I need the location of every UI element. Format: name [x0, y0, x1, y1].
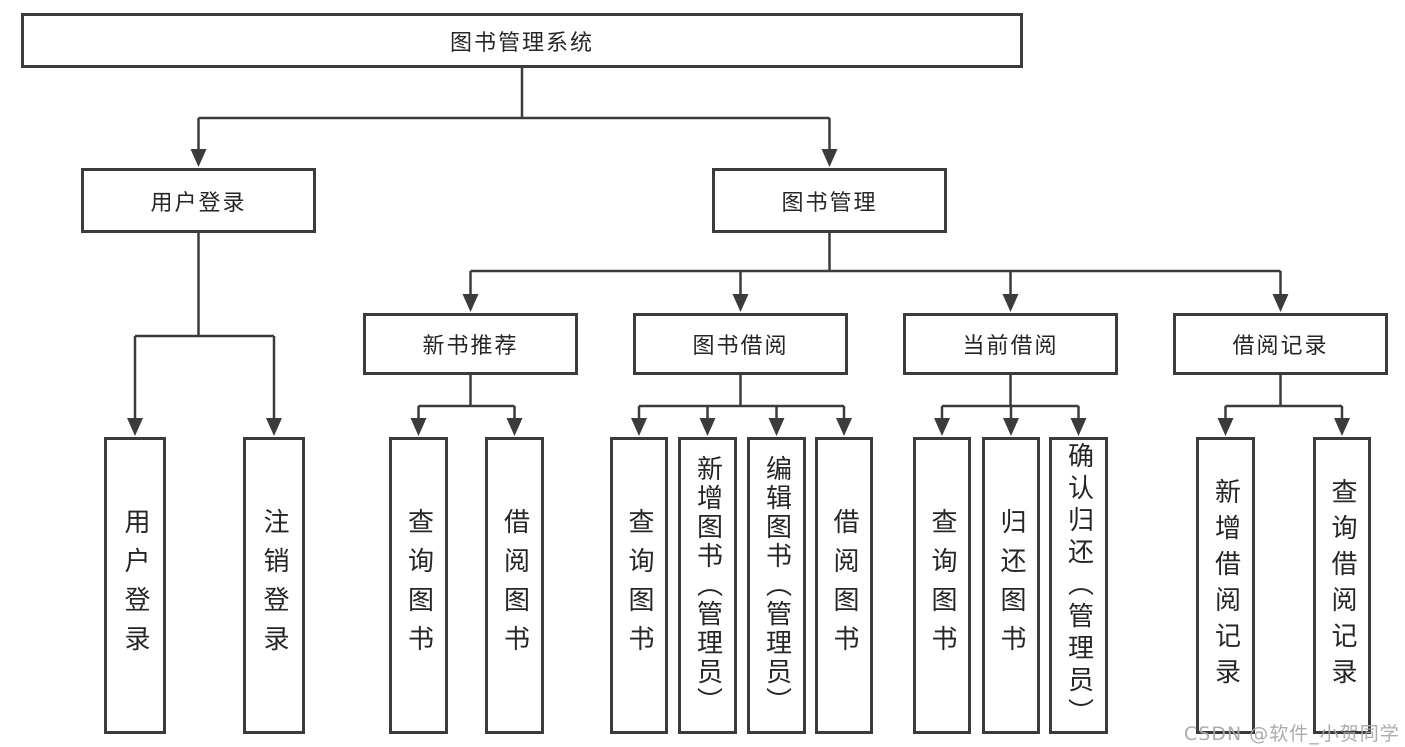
leaf-label: 借阅图书 — [499, 507, 530, 664]
leaf-label: 归还图书 — [996, 507, 1026, 664]
leaf-edit-books-admin: 编辑图书（管理员） — [747, 437, 806, 734]
leaf-query-books-3: 查询图书 — [913, 437, 971, 734]
leaf-add-borrow-record: 新增借阅记录 — [1196, 437, 1255, 734]
leaf-label: 查询图书 — [403, 507, 434, 664]
leaf-confirm-return-admin: 确认归还（管理员） — [1049, 437, 1108, 734]
leaf-label: 确认归还（管理员） — [1063, 441, 1094, 730]
node-new-book-recommendation: 新书推荐 — [363, 313, 578, 375]
node-label: 图书借阅 — [692, 334, 789, 359]
leaf-borrow-books-2: 借阅图书 — [815, 437, 873, 734]
leaf-user-login: 用户登录 — [104, 437, 166, 734]
leaf-label: 新增借阅记录 — [1210, 477, 1241, 694]
leaf-query-borrow-record: 查询借阅记录 — [1313, 437, 1371, 734]
node-label: 借阅记录 — [1232, 334, 1329, 359]
leaf-query-books-2: 查询图书 — [610, 437, 668, 734]
leaf-label: 用户登录 — [120, 507, 150, 664]
node-book-borrowing: 图书借阅 — [633, 313, 848, 375]
leaf-query-books-1: 查询图书 — [389, 437, 448, 734]
leaf-label: 新增图书（管理员） — [692, 455, 723, 716]
leaf-return-books: 归还图书 — [982, 437, 1040, 734]
leaf-borrow-books-1: 借阅图书 — [485, 437, 544, 734]
csdn-watermark: CSDN @软件_小贺同学 — [1184, 723, 1400, 745]
leaf-add-books-admin: 新增图书（管理员） — [678, 437, 737, 734]
node-borrowing-records: 借阅记录 — [1173, 313, 1388, 375]
node-label: 新书推荐 — [422, 334, 519, 359]
node-label: 用户登录 — [150, 190, 247, 216]
leaf-label: 借阅图书 — [829, 507, 859, 664]
leaf-label: 查询图书 — [624, 507, 654, 664]
node-book-management: 图书管理 — [712, 168, 947, 233]
node-library-management-system: 图书管理系统 — [21, 13, 1023, 68]
leaf-label: 查询借阅记录 — [1327, 477, 1357, 694]
node-label: 当前借阅 — [962, 334, 1059, 359]
connector-path — [133, 66, 1344, 421]
leaf-label: 查询图书 — [927, 507, 957, 664]
leaf-label: 编辑图书（管理员） — [761, 455, 792, 716]
node-current-borrowing: 当前借阅 — [903, 313, 1118, 375]
leaf-logout: 注销登录 — [243, 437, 305, 734]
leaf-label: 注销登录 — [259, 507, 289, 664]
node-label: 图书管理系统 — [449, 30, 594, 56]
node-label: 图书管理 — [781, 190, 878, 216]
node-user-login: 用户登录 — [81, 168, 316, 233]
